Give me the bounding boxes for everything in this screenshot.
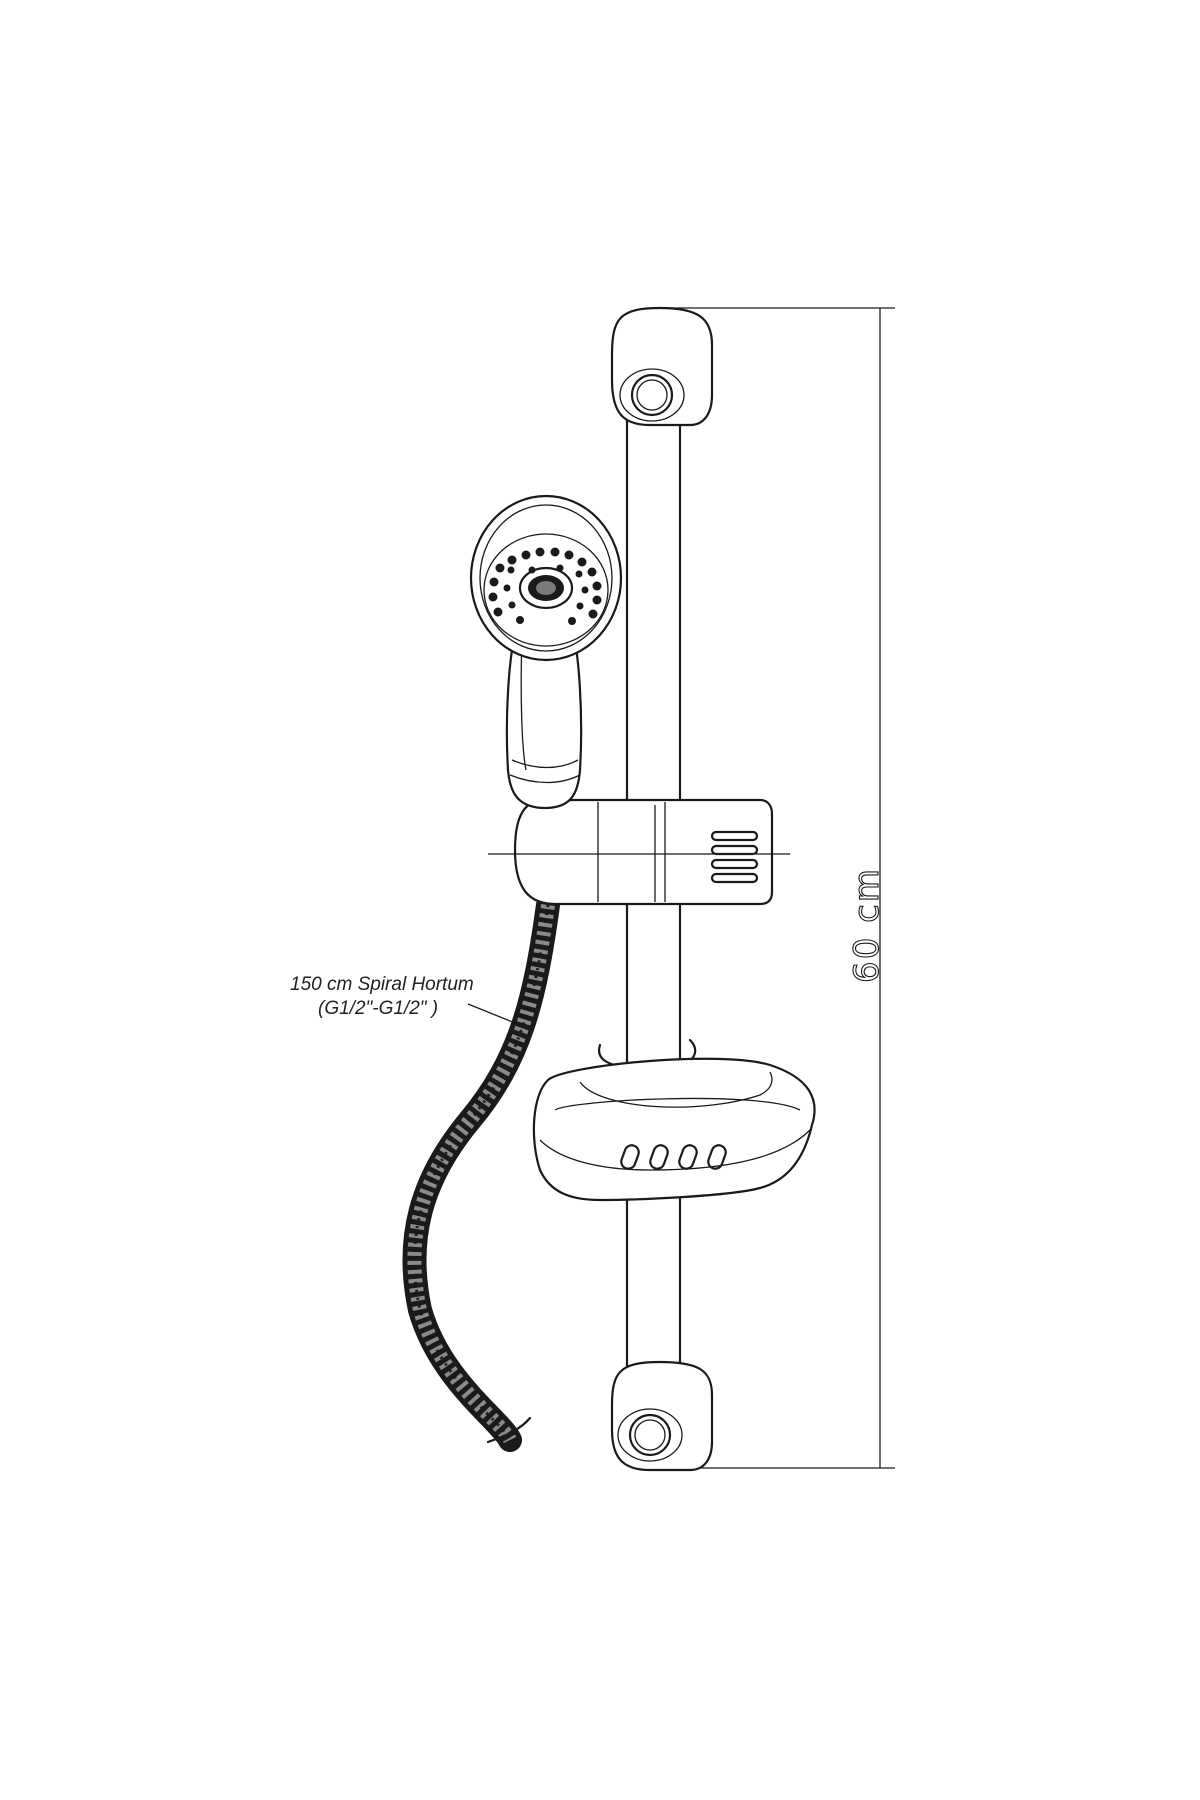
height-dimension: 60 cm xyxy=(655,307,895,1469)
slider-grip-slots xyxy=(710,830,759,884)
spiral-hose xyxy=(402,893,560,1452)
height-dimension-label: 60 cm xyxy=(847,867,887,983)
hose-label-line1: 150 cm Spiral Hortum xyxy=(290,974,474,995)
hose-callout: 150 cm Spiral Hortum (G1/2"-G1/2" ) xyxy=(290,974,521,1026)
soap-dish xyxy=(532,1038,816,1202)
slider-holder xyxy=(488,798,790,906)
top-wall-bracket xyxy=(610,306,714,427)
hose-label-line2: (G1/2"-G1/2" ) xyxy=(318,998,438,1019)
bottom-wall-bracket xyxy=(610,1360,714,1472)
spray-nozzles xyxy=(488,547,602,625)
hand-shower xyxy=(469,494,623,810)
soap-dish-drain-slots xyxy=(620,1144,727,1170)
